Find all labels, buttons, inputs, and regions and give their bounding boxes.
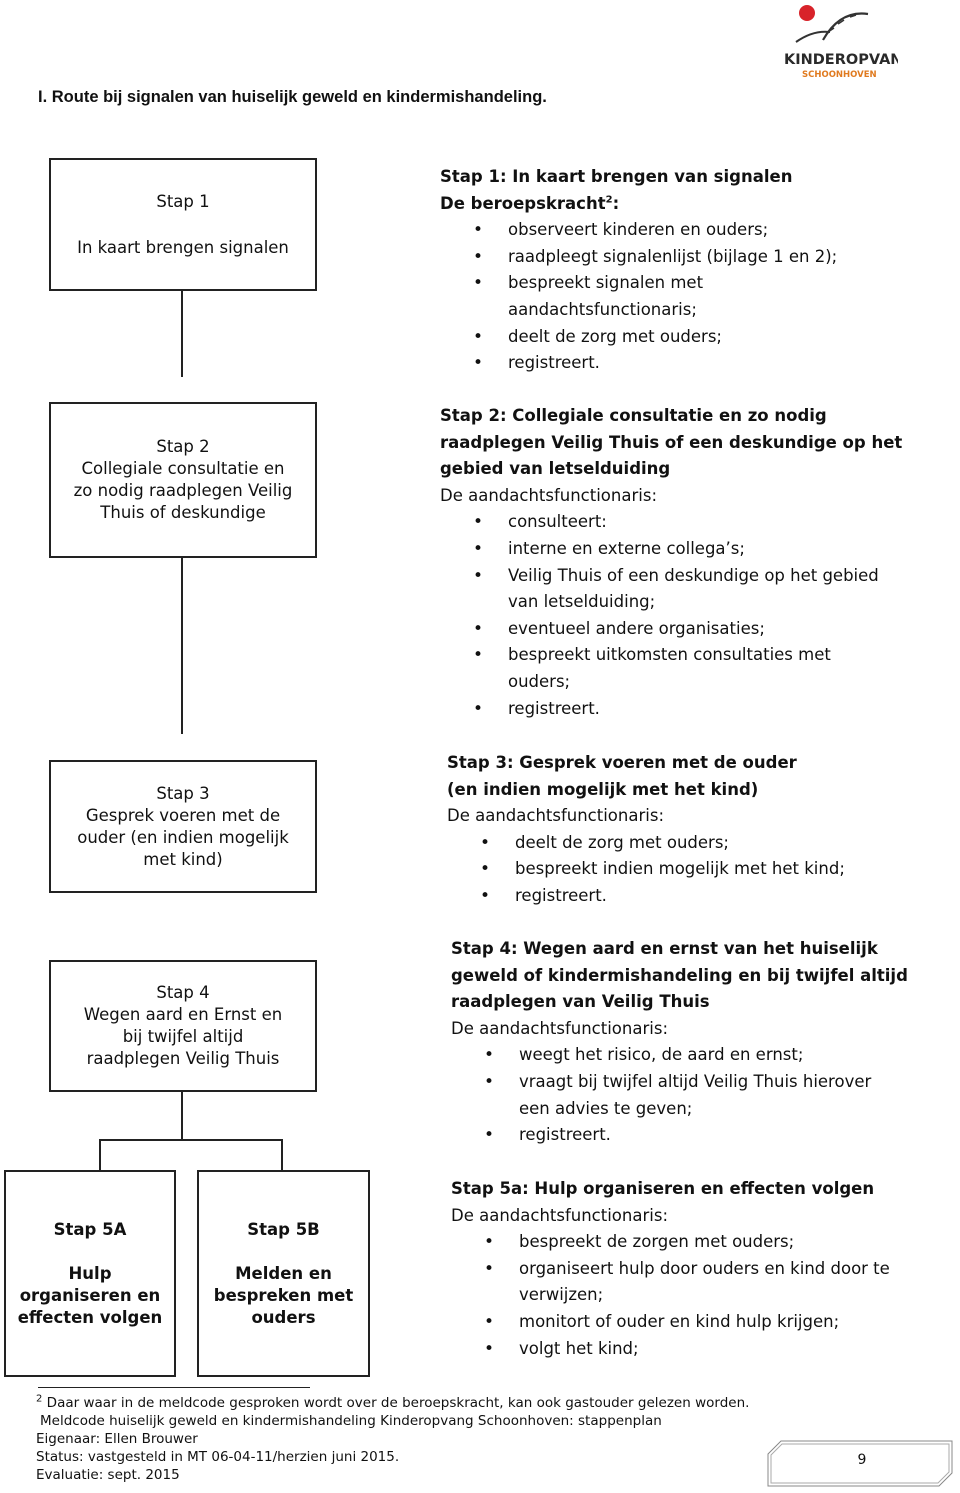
list-item: deelt de zorg met ouders;	[447, 830, 887, 857]
connector-line	[181, 556, 183, 734]
step-1-box: Stap 1 In kaart brengen signalen	[49, 158, 317, 291]
connector-line	[99, 1139, 283, 1141]
step-4-lead: De aandachtsfunctionaris:	[451, 1018, 668, 1038]
step-1-lead: De beroepskracht2:	[440, 193, 620, 213]
list-item: vraagt bij twijfel altijd Veilig Thuis h…	[451, 1069, 904, 1122]
step-4-box-line: Wegen aard en Ernst en	[83, 1005, 283, 1024]
logo-name: KINDEROPVANG	[784, 52, 898, 68]
connector-line	[281, 1139, 283, 1171]
step-3-heading: Stap 3: Gesprek voeren met de ouder	[447, 753, 797, 772]
step-5b-box-line: ouders	[251, 1307, 316, 1327]
list-item: deelt de zorg met ouders;	[440, 324, 860, 351]
step-2-box-line: Thuis of deskundige	[100, 503, 266, 522]
step-2-box-line: Collegiale consultatie en	[81, 459, 285, 478]
list-item: bespreekt indien mogelijk met het kind;	[447, 856, 887, 883]
footer-evaluation: Evaluatie: sept. 2015	[36, 1467, 180, 1483]
step-5a-box-line: effecten volgen	[17, 1307, 163, 1327]
step-5b-box-line: Melden en	[235, 1263, 332, 1283]
footer-status: Status: vastgesteld in MT 06-04-11/herzi…	[36, 1449, 400, 1465]
step-1-description: Stap 1: In kaart brengen van signalen De…	[440, 164, 860, 377]
step-3-lead: De aandachtsfunctionaris:	[447, 806, 664, 826]
step-4-box-line: bij twijfel altijd	[122, 1027, 244, 1046]
step-4-box: Stap 4 Wegen aard en Ernst en bij twijfe…	[49, 960, 317, 1092]
step-5a-box-label: Stap 5A	[53, 1219, 127, 1239]
step-2-heading: Stap 2: Collegiale consultatie en zo nod…	[440, 406, 827, 425]
step-3-box-line: met kind)	[143, 849, 223, 869]
list-item: bespreekt signalen met aandachtsfunction…	[440, 270, 708, 323]
footer-document-name: Meldcode huiselijk geweld en kindermisha…	[40, 1413, 662, 1429]
step-1-list: observeert kinderen en ouders; raadpleeg…	[440, 217, 860, 377]
kinderopvang-logo: KINDEROPVANG SCHOONHOVEN	[768, 2, 914, 88]
footnote-mark: 2	[36, 1393, 43, 1405]
footnote-text: Daar waar in de meldcode gesproken wordt…	[46, 1395, 750, 1411]
list-item: monitort of ouder en kind hulp krijgen;	[451, 1309, 911, 1336]
step-2-box-label: Stap 2	[156, 437, 210, 456]
step-3-list: deelt de zorg met ouders; bespreekt indi…	[447, 830, 887, 910]
step-3-box-label: Stap 3	[156, 783, 210, 803]
connector-line	[181, 1090, 183, 1141]
step-2-description: Stap 2: Collegiale consultatie en zo nod…	[440, 403, 903, 722]
step-5a-box-line: organiseren en	[19, 1285, 161, 1305]
page-number: 9	[857, 1452, 867, 1468]
step-5a-list: bespreekt de zorgen met ouders; organise…	[451, 1229, 911, 1362]
step-5b-box: Stap 5B Melden en bespreken met ouders	[197, 1170, 370, 1377]
list-item: registreert.	[440, 350, 860, 377]
list-item: bespreekt uitkomsten consultaties met ou…	[440, 642, 848, 695]
step-5a-box: Stap 5A Hulp organiseren en effecten vol…	[4, 1170, 176, 1377]
page-number-frame	[767, 1440, 953, 1487]
list-item: volgt het kind;	[451, 1336, 911, 1363]
step-2-list: consulteert: interne en externe collega’…	[440, 509, 900, 722]
logo-graphic: KINDEROPVANG SCHOONHOVEN	[784, 5, 914, 80]
step-3-box: Stap 3 Gesprek voeren met de ouder (en i…	[49, 760, 317, 893]
list-item: raadpleegt signalenlijst (bijlage 1 en 2…	[440, 244, 860, 271]
step-1-box-text: In kaart brengen signalen	[77, 237, 289, 257]
step-4-box-label: Stap 4	[156, 983, 210, 1002]
connector-line	[99, 1139, 101, 1171]
list-item: registreert.	[451, 1122, 911, 1149]
step-5a-lead: De aandachtsfunctionaris:	[451, 1205, 668, 1225]
step-4-list: weegt het risico, de aard en ernst; vraa…	[451, 1042, 911, 1148]
step-1-heading: Stap 1: In kaart brengen van signalen	[440, 167, 793, 186]
step-5a-description: Stap 5a: Hulp organiseren en effecten vo…	[451, 1176, 911, 1362]
page-title: I. Route bij signalen van huiselijk gewe…	[38, 88, 547, 106]
footnote: 2 Daar waar in de meldcode gesproken wor…	[36, 1393, 750, 1413]
step-5b-box-line: bespreken met	[213, 1285, 354, 1305]
step-5a-heading: Stap 5a: Hulp organiseren en effecten vo…	[451, 1179, 875, 1198]
footer-owner: Eigenaar: Ellen Brouwer	[36, 1431, 198, 1447]
step-2-heading: raadplegen Veilig Thuis of een deskundig…	[440, 432, 903, 452]
list-item: eventueel andere organisaties;	[440, 616, 900, 643]
step-3-heading: (en indien mogelijk met het kind)	[447, 779, 759, 799]
list-item: interne en externe collega’s;	[440, 536, 900, 563]
step-2-heading: gebied van letselduiding	[440, 459, 671, 479]
step-5a-box-line: Hulp	[68, 1263, 112, 1283]
step-3-box-line: Gesprek voeren met de	[85, 805, 281, 825]
list-item: weegt het risico, de aard en ernst;	[451, 1042, 911, 1069]
step-4-description: Stap 4: Wegen aard en ernst van het huis…	[451, 936, 911, 1149]
step-1-box-label: Stap 1	[156, 191, 210, 211]
list-item: bespreekt de zorgen met ouders;	[451, 1229, 911, 1256]
logo-subname: SCHOONHOVEN	[802, 70, 877, 80]
step-4-heading: Stap 4: Wegen aard en ernst van het huis…	[451, 939, 878, 958]
list-item: registreert.	[447, 883, 887, 910]
list-item: Veilig Thuis of een deskundige op het ge…	[440, 563, 900, 616]
list-item: organiseert hulp door ouders en kind doo…	[451, 1256, 894, 1309]
footnote-reference: 2	[605, 194, 613, 206]
footnote-separator	[38, 1387, 310, 1388]
step-2-box-line: zo nodig raadplegen Veilig	[73, 481, 293, 500]
list-item: observeert kinderen en ouders;	[440, 217, 860, 244]
step-3-description: Stap 3: Gesprek voeren met de ouder (en …	[447, 750, 887, 910]
step-4-box-line: raadplegen Veilig Thuis	[86, 1049, 280, 1068]
step-4-heading: geweld of kindermishandeling en bij twij…	[451, 965, 908, 985]
connector-line	[181, 289, 183, 377]
step-2-box: Stap 2 Collegiale consultatie en zo nodi…	[49, 402, 317, 558]
step-5b-box-label: Stap 5B	[247, 1219, 320, 1239]
step-3-box-line: ouder (en indien mogelijk	[77, 827, 289, 847]
step-4-heading: raadplegen van Veilig Thuis	[451, 992, 710, 1012]
list-item: consulteert:	[440, 509, 900, 536]
step-2-lead: De aandachtsfunctionaris:	[440, 485, 657, 505]
list-item: registreert.	[440, 696, 900, 723]
